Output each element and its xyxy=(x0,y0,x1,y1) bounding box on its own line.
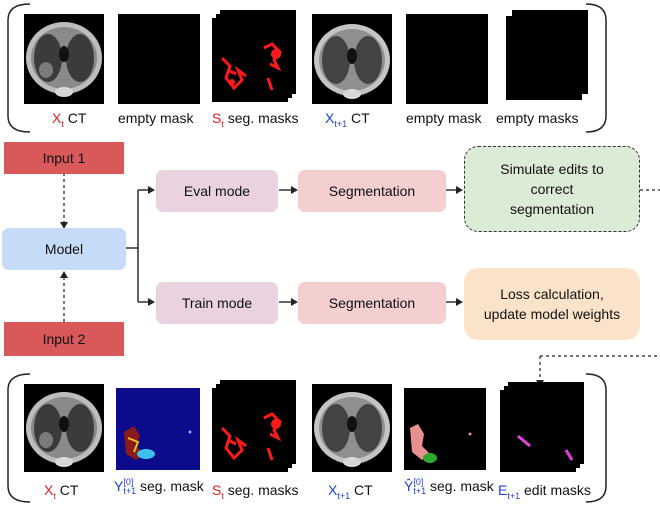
input-1-box: Input 1 xyxy=(4,142,124,174)
seg-masks-image-st xyxy=(212,18,288,102)
seg-masks-image-st-bottom xyxy=(212,388,288,472)
train-mode-box: Train mode xyxy=(156,282,278,324)
ct-image-xt-bottom xyxy=(24,384,104,472)
seg-mask-image-yt1 xyxy=(116,388,200,470)
segmentation-box-eval: Segmentation xyxy=(298,170,446,212)
ct-image-xt xyxy=(24,14,104,104)
label-empty-mask: empty mask xyxy=(118,110,194,126)
ct-image-xt1 xyxy=(312,14,392,104)
label-xt-ct: Xt CT xyxy=(52,110,87,129)
empty-mask-image xyxy=(118,14,200,104)
label-et1-edit-masks: Et+1 edit masks xyxy=(498,482,591,501)
ct-image-xt1-bottom xyxy=(312,384,392,472)
label-xt-ct-bottom: Xt CT xyxy=(44,482,79,501)
seg-mask-image-yhat xyxy=(404,388,486,470)
segmentation-box-train: Segmentation xyxy=(298,282,446,324)
label-yt1-seg-mask: Y[0]t+1 seg. mask xyxy=(114,477,204,497)
label-yhat-seg-mask: Ŷ[0]t+1 seg. mask xyxy=(404,477,494,497)
eval-mode-box: Eval mode xyxy=(156,170,278,212)
label-empty-mask-2: empty mask xyxy=(406,110,482,126)
empty-mask-image-2 xyxy=(406,14,488,104)
input-2-box: Input 2 xyxy=(4,322,124,356)
label-empty-masks: empty masks xyxy=(496,110,579,126)
loss-calculation-box: Loss calculation, update model weights xyxy=(464,268,640,340)
label-st-seg-masks-bottom: St seg. masks xyxy=(212,482,299,501)
label-xt1-ct-bottom: Xt+1 CT xyxy=(328,482,373,501)
model-box: Model xyxy=(2,228,126,270)
label-st-seg-masks: St seg. masks xyxy=(212,110,299,129)
simulate-edits-box: Simulate edits to correct segmentation xyxy=(464,146,640,232)
empty-masks-stack-front xyxy=(506,16,582,100)
label-xt1-ct: Xt+1 CT xyxy=(325,110,370,129)
edit-masks-image-et1 xyxy=(500,390,576,472)
